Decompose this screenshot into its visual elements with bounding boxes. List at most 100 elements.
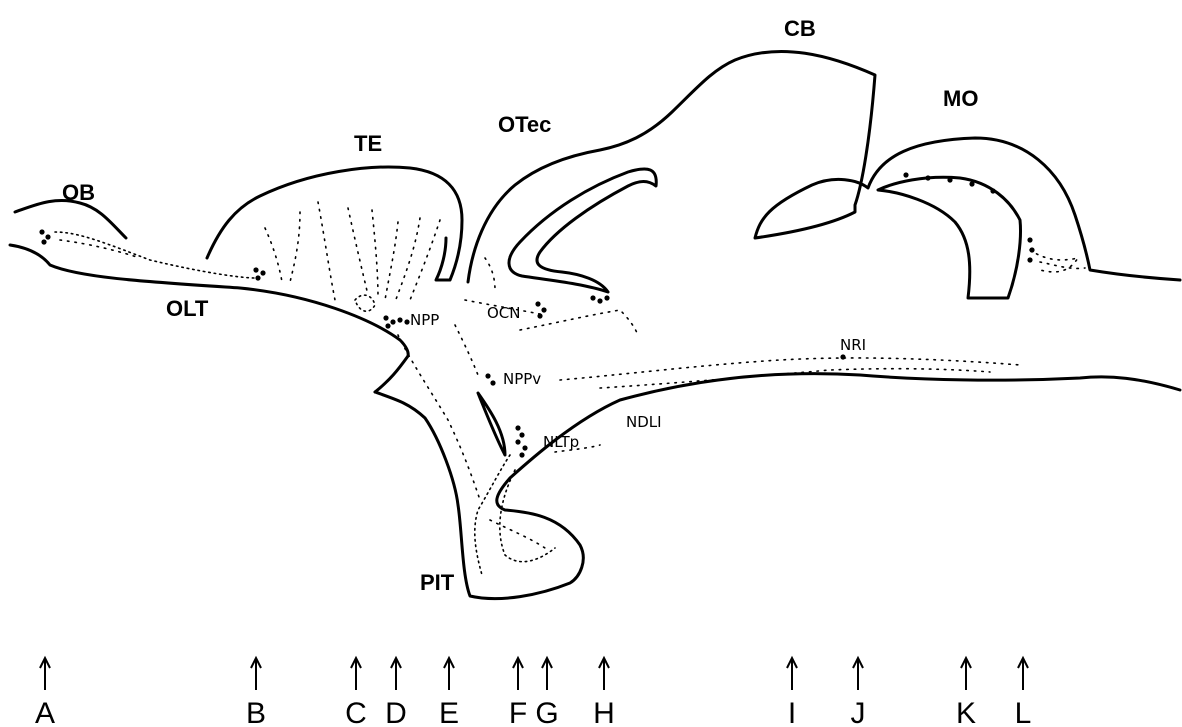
section-letter-l: L xyxy=(1015,697,1032,727)
section-arrow-f xyxy=(513,658,523,690)
mo-cell xyxy=(990,188,995,193)
section-letter-e: E xyxy=(439,697,459,727)
tectal-ventricle-outline xyxy=(509,169,656,292)
telencephalic-fan-4 xyxy=(348,208,368,295)
nltp-cell xyxy=(519,452,524,457)
mo-cell xyxy=(925,175,930,180)
region-label-cb: CB xyxy=(784,16,816,41)
section-arrow-g xyxy=(542,658,552,690)
region-label-otec: OTec xyxy=(498,112,551,137)
olfactory-tract-lower-outline xyxy=(10,245,408,356)
brain-outline xyxy=(10,51,1180,598)
section-letter-a: A xyxy=(35,697,55,727)
nltp-cell xyxy=(515,425,520,430)
medulla-ventricle-outline xyxy=(878,177,1021,298)
medulla-fibers-2 xyxy=(1040,262,1085,268)
tectum-cerebellum-medulla-outline xyxy=(468,51,1180,282)
npp-cluster-fibers xyxy=(355,295,375,311)
section-letter-c: C xyxy=(345,697,367,727)
section-letter-d: D xyxy=(385,697,407,727)
section-arrow-d xyxy=(391,658,401,690)
telencephalic-fan-7 xyxy=(395,218,420,302)
descending-tract-1 xyxy=(398,335,480,500)
mo-cell xyxy=(1029,247,1034,252)
nltp-cell xyxy=(519,432,524,437)
tectal-fibers-1 xyxy=(485,258,495,290)
nppv-cell xyxy=(485,373,490,378)
region-label-ob: OB xyxy=(62,180,95,205)
ocn-cell xyxy=(597,298,602,303)
nppv-cell xyxy=(490,380,495,385)
olfactory-bulb-outline xyxy=(15,200,126,238)
tectal-fibers-2 xyxy=(520,310,638,335)
section-arrow-b xyxy=(251,658,261,690)
ob-cell xyxy=(41,239,46,244)
npp-cell xyxy=(397,317,402,322)
mo-cell xyxy=(1027,257,1032,262)
te-cell xyxy=(253,267,258,272)
hypothalamus-ventral-outline xyxy=(375,374,1180,599)
nucleus-label-nltp: NLTp xyxy=(543,433,579,451)
npp-cell xyxy=(383,315,388,320)
mo-cell xyxy=(947,177,952,182)
longitudinal-tract xyxy=(560,358,1020,380)
section-letter-k: K xyxy=(956,697,976,727)
olfactory-fibers xyxy=(55,232,255,278)
region-label-pit: PIT xyxy=(420,570,455,595)
nucleus-label-nppv: NPPv xyxy=(503,370,541,388)
section-letter-j: J xyxy=(851,697,866,727)
telencephalic-fan-6 xyxy=(385,222,398,300)
te-cell xyxy=(260,270,265,275)
ventral-stem-outline xyxy=(375,356,408,392)
nucleus-label-nri: NRI xyxy=(840,336,866,354)
mo-cell xyxy=(903,172,908,177)
section-arrow-i xyxy=(787,658,797,690)
pituitary-fibers-3 xyxy=(490,520,545,548)
section-arrow-a xyxy=(40,658,50,690)
nucleus-label-npp: NPP xyxy=(410,311,439,329)
fiber-tracts xyxy=(55,202,1085,575)
ocn-cell xyxy=(541,307,546,312)
pituitary-fibers-2 xyxy=(500,470,555,562)
olfactory-fibers-2 xyxy=(60,240,140,258)
ob-cell xyxy=(39,229,44,234)
nltp-cell xyxy=(515,439,520,444)
ocn-cell xyxy=(535,301,540,306)
nri-cell xyxy=(840,354,845,359)
section-letter-g: G xyxy=(535,697,558,727)
section-letter-h: H xyxy=(593,697,615,727)
te-cell xyxy=(255,275,260,280)
mo-cell xyxy=(969,181,974,186)
npp-cell xyxy=(404,319,409,324)
telencephalic-fan-8 xyxy=(410,220,440,300)
section-arrow-e xyxy=(444,658,454,690)
pituitary-fibers-1 xyxy=(475,455,510,575)
telencephalic-fan-5 xyxy=(372,210,378,298)
pituitary-stalk-slit xyxy=(478,393,505,455)
section-letter-f: F xyxy=(509,697,527,727)
mo-cell xyxy=(1027,237,1032,242)
section-letter-b: B xyxy=(246,697,266,727)
descending-tract-2 xyxy=(455,325,478,375)
ocn-cell xyxy=(537,313,542,318)
region-label-te: TE xyxy=(354,131,382,156)
section-letter-i: I xyxy=(788,697,796,727)
npp-cell xyxy=(390,319,395,324)
section-arrow-j xyxy=(853,658,863,690)
telencephalic-fan-3 xyxy=(318,202,335,300)
ocn-cell xyxy=(604,295,609,300)
ob-cell xyxy=(45,234,50,239)
section-arrow-c xyxy=(351,658,361,690)
nucleus-labels: NPP OCN NPPv NRI NLTp NDLI xyxy=(410,304,866,451)
ocn-cell xyxy=(590,295,595,300)
npp-cell xyxy=(385,323,390,328)
region-label-mo: MO xyxy=(943,86,978,111)
telencephalic-fan-1 xyxy=(265,228,282,282)
nucleus-label-ocn: OCN xyxy=(487,304,521,322)
section-arrow-k xyxy=(961,658,971,690)
section-arrow-l xyxy=(1018,658,1028,690)
region-label-olt: OLT xyxy=(166,296,209,321)
section-arrow-h xyxy=(599,658,609,690)
